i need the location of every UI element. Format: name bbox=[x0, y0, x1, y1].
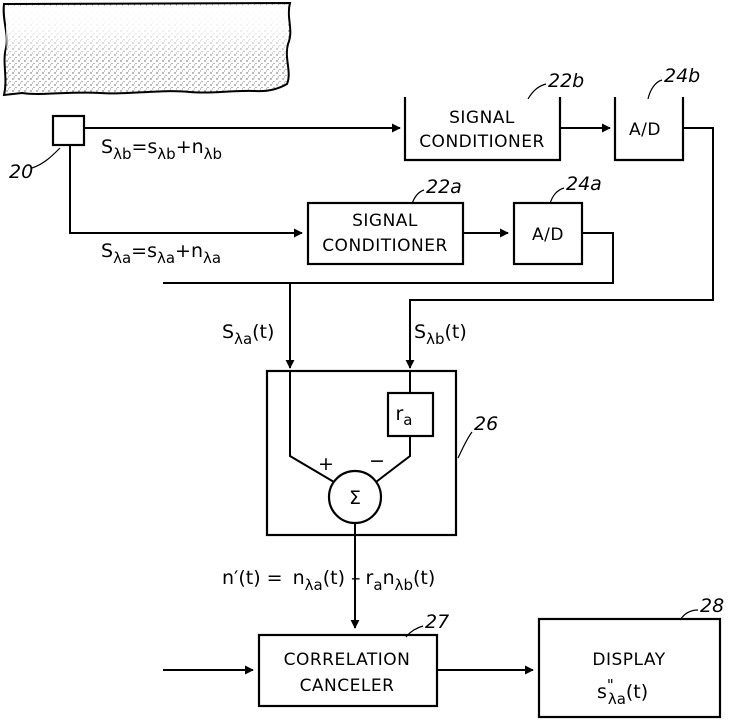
sc-a-ref-leader bbox=[412, 190, 424, 204]
ad-a-ref: 24a bbox=[566, 173, 602, 195]
ad-a-ref-leader bbox=[550, 188, 564, 204]
sc-a-ref: 22a bbox=[426, 176, 462, 198]
display-ref: 28 bbox=[700, 595, 724, 617]
ad-b-label: A/D bbox=[629, 120, 661, 140]
subtractor-ref: 26 bbox=[474, 413, 498, 435]
sc-b-ref-leader bbox=[528, 84, 546, 99]
sensor-ref: 20 bbox=[9, 161, 33, 183]
canceler-ref: 27 bbox=[425, 611, 449, 633]
tissue-sample bbox=[4, 3, 291, 95]
s-b-t-label: Sλb(t) bbox=[414, 321, 467, 348]
ad-a-label: A/D bbox=[532, 225, 564, 245]
ad-b-ref-leader bbox=[648, 80, 662, 99]
sum-symbol: Σ bbox=[349, 487, 361, 509]
sc-b-line1: SIGNAL bbox=[449, 108, 515, 128]
sc-a-line1: SIGNAL bbox=[352, 211, 418, 231]
canceler-line1: CORRELATION bbox=[284, 650, 411, 670]
subtractor-ref-leader bbox=[458, 432, 472, 458]
minus-sign: − bbox=[369, 450, 385, 472]
sensor-leader bbox=[32, 148, 60, 168]
n-prime-equation: n′(t) =nλa(t) –ranλb(t) bbox=[222, 567, 435, 594]
sc-a-line2: CONDITIONER bbox=[322, 236, 448, 256]
plus-sign: + bbox=[318, 453, 334, 475]
wire-sensor-to-sc-a bbox=[70, 145, 302, 233]
sc-b-ref: 22b bbox=[548, 70, 584, 92]
display-label: DISPLAY bbox=[592, 650, 665, 670]
canceler-line2: CANCELER bbox=[300, 676, 395, 696]
ad-b-ref: 24b bbox=[664, 65, 700, 87]
s-a-t-label: Sλa(t) bbox=[222, 321, 274, 348]
s-lambda-b-equation: Sλb=sλb+nλb bbox=[101, 136, 222, 163]
s-lambda-a-equation: Sλa=sλa+nλa bbox=[101, 240, 221, 267]
sensor bbox=[53, 116, 84, 145]
sc-b-line2: CONDITIONER bbox=[419, 132, 545, 152]
